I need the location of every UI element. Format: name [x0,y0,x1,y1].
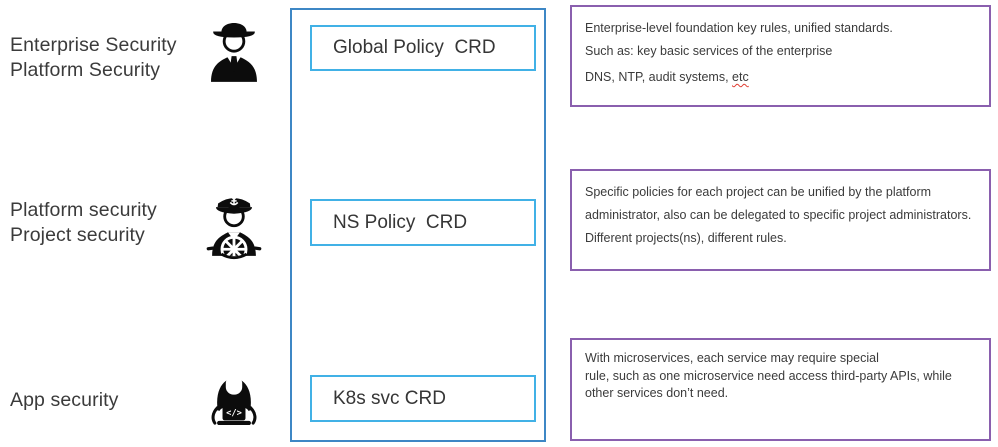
panel-microservices-rules: With microservices, each service may req… [570,338,991,441]
panel-text-segment: DNS, NTP, audit systems, [585,70,733,84]
captain-icon [199,184,269,262]
crd-box-label: K8s svc CRD [333,387,446,409]
female-developer-icon: </> [199,354,269,432]
label-platform-project-security: Platform security Project security [10,198,157,248]
label-line: Enterprise Security [10,34,177,56]
ns-policy-crd-box: NS Policy CRD [310,199,536,246]
label-line: Project security [10,224,145,246]
k8s-svc-crd-box: K8s svc CRD [310,375,536,422]
misspelled-word: etc [732,70,749,84]
crd-box-label: NS Policy CRD [333,211,468,233]
label-app-security: App security [10,388,119,413]
panel-text-line: other services don’t need. [585,386,729,400]
panel-text-line: rule, such as one microservice need acce… [585,368,952,383]
crd-box-label: Global Policy CRD [333,37,496,58]
label-line: App security [10,389,119,411]
label-line: Platform Security [10,59,161,81]
spy-icon [199,10,269,88]
laptop-code-glyph: </> [226,408,242,418]
panel-text-line: Such as: key basic services of the enter… [585,43,833,58]
panel-enterprise-rules: Enterprise-level foundation key rules, u… [570,5,991,107]
panel-text-line: Specific policies for each project can b… [585,185,932,199]
ship-wheel [220,235,248,262]
label-enterprise-platform-security: Enterprise Security Platform Security [10,33,177,83]
panel-text-line: DNS, NTP, audit systems, etc [585,66,976,89]
global-policy-crd-box: Global Policy CRD [310,25,536,71]
anchor-emblem [229,195,239,206]
panel-text-line: With microservices, each service may req… [585,351,879,365]
panel-text-line: Enterprise-level foundation key rules, u… [585,21,893,35]
panel-project-policies: Specific policies for each project can b… [570,169,991,271]
panel-text-line: administrator, also can be delegated to … [585,208,972,222]
label-line: Platform security [10,199,157,221]
panel-text-line: Different projects(ns), different rules. [585,231,787,245]
